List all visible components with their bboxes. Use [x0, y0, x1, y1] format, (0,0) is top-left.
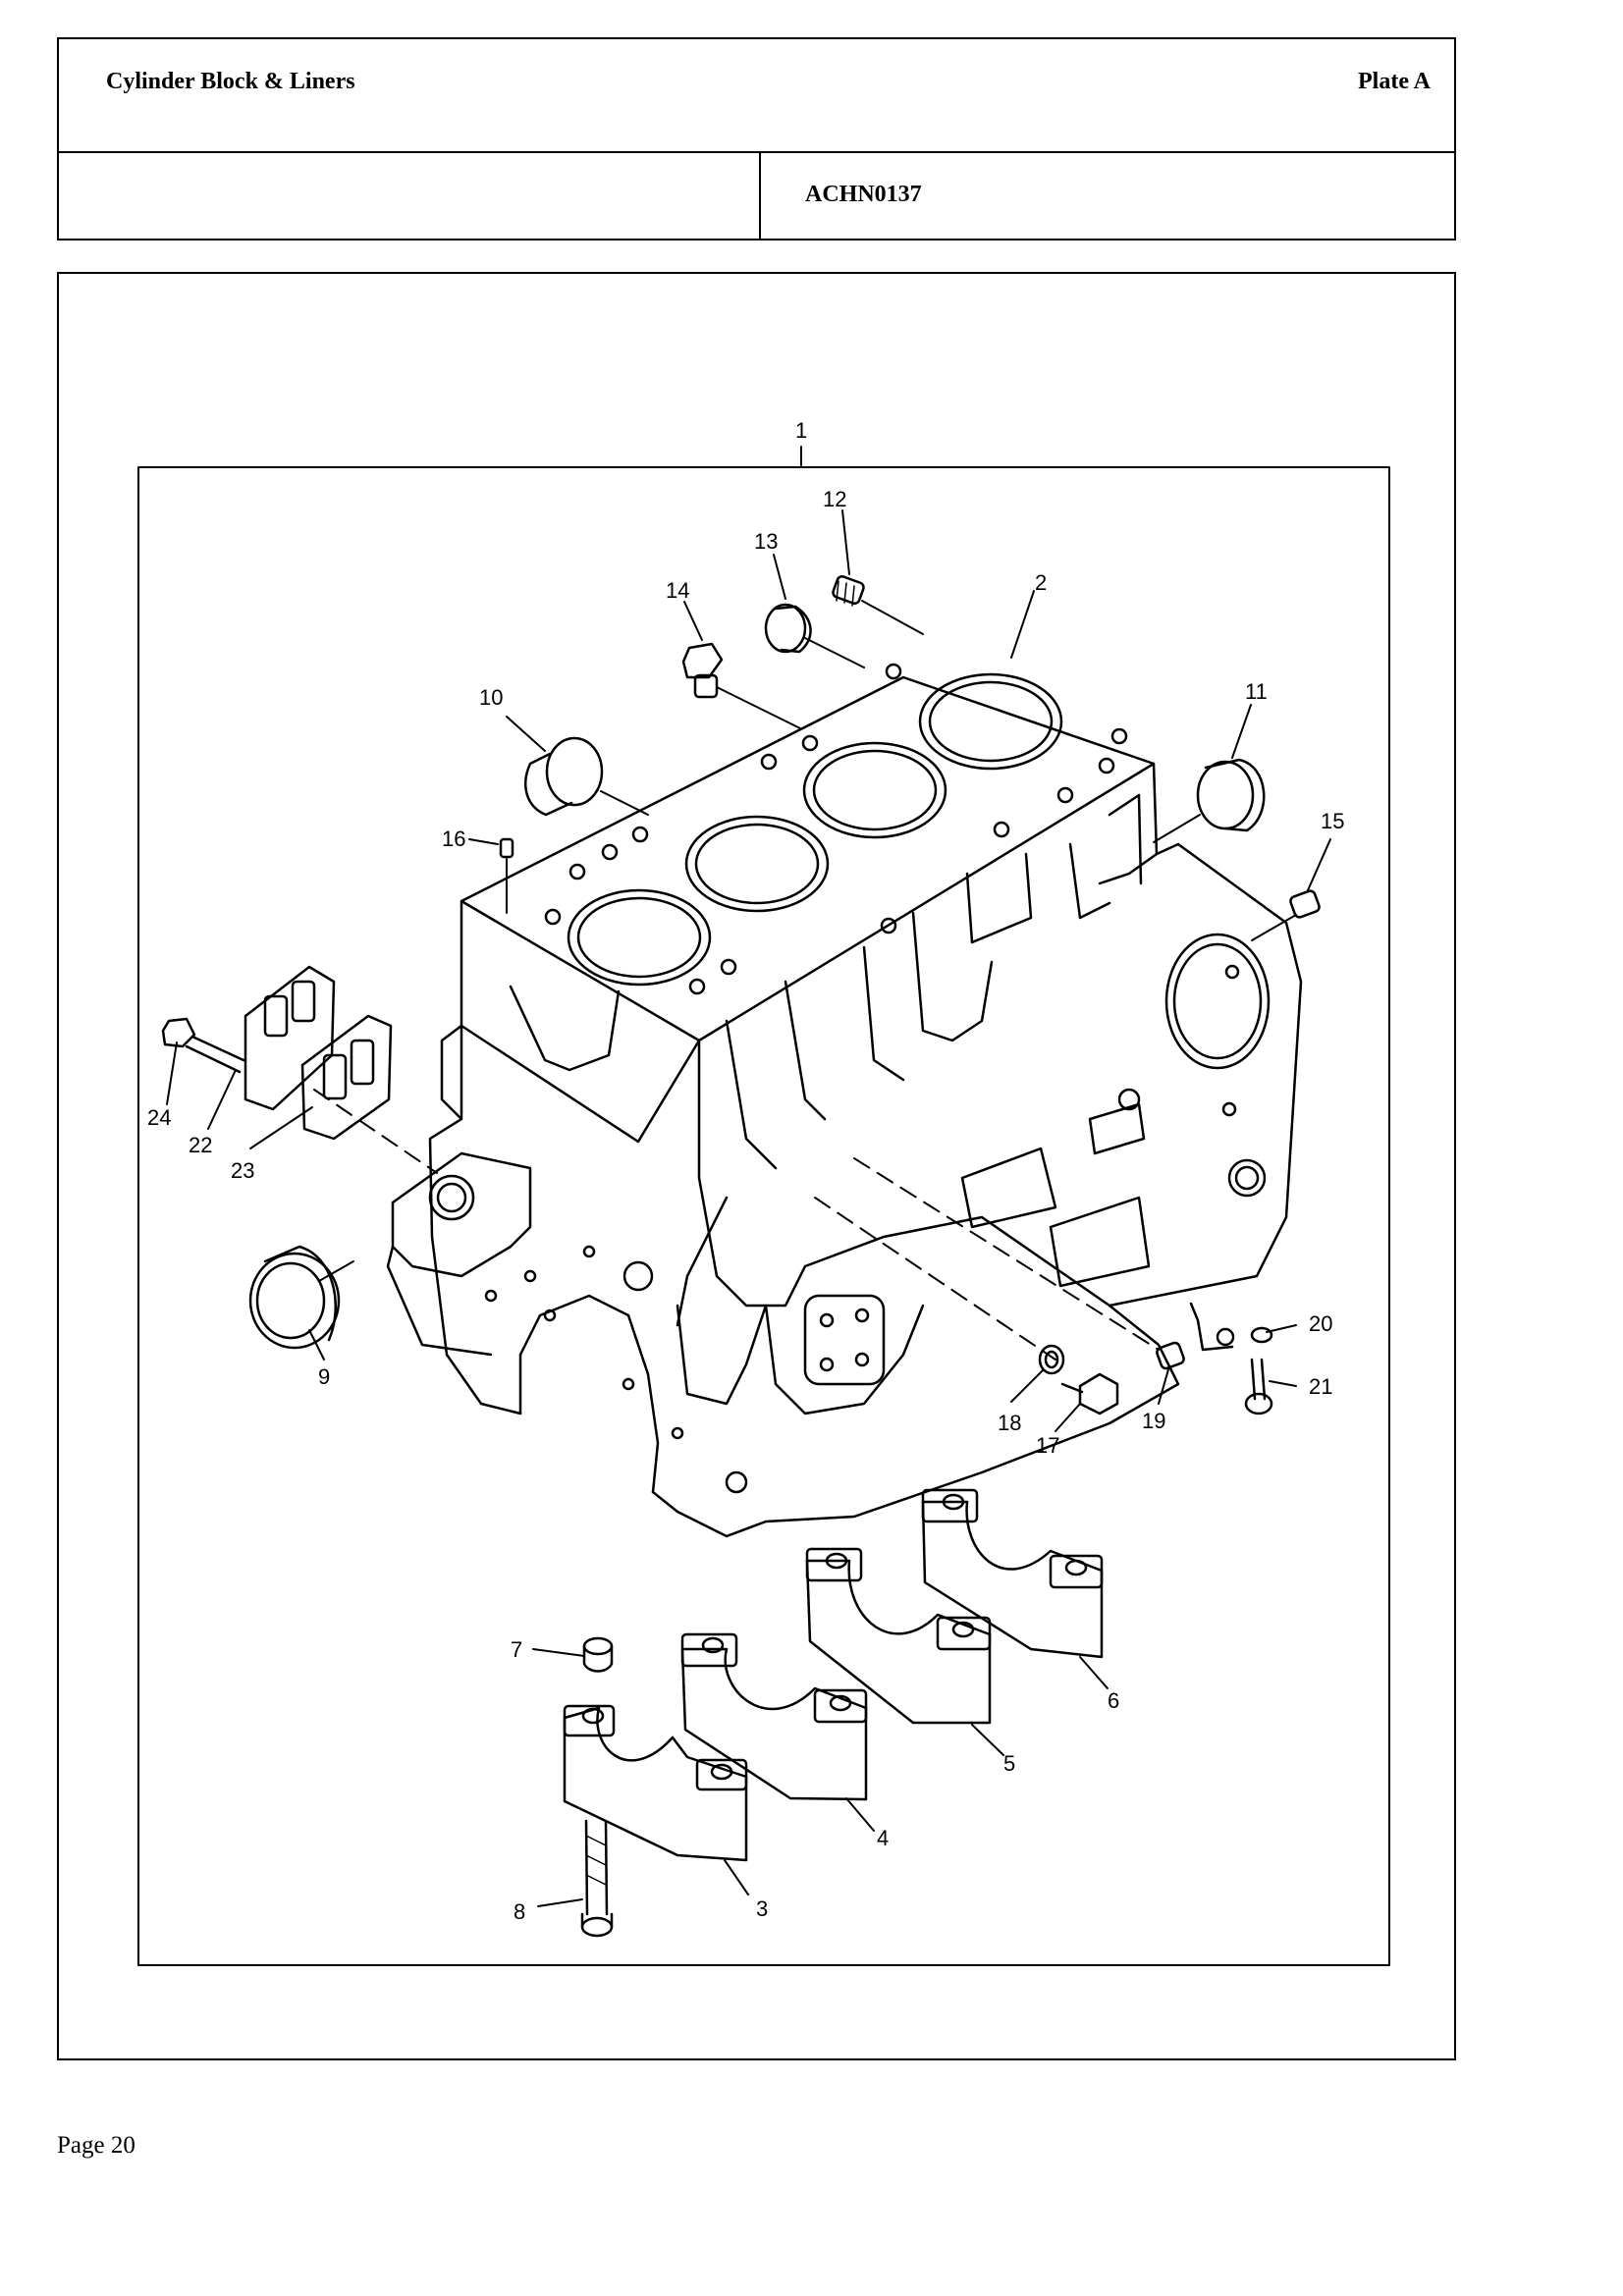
callout-19: 19	[1142, 1409, 1165, 1433]
bearing-bush-9	[248, 1245, 354, 1350]
core-plug-11	[1153, 758, 1266, 843]
callout-20: 20	[1309, 1311, 1332, 1336]
dowel-7	[582, 1636, 614, 1673]
diagram-frame	[57, 272, 1456, 2060]
callout-11: 11	[1245, 679, 1268, 704]
page-title: Cylinder Block & Liners	[106, 69, 355, 94]
callout-1: 1	[795, 418, 807, 443]
callout-13: 13	[754, 529, 778, 554]
callout-6: 6	[1108, 1688, 1119, 1713]
callout-22: 22	[189, 1133, 212, 1157]
callout-3: 3	[756, 1896, 768, 1921]
core-plug-13	[764, 603, 865, 668]
dowel-16	[499, 837, 514, 914]
callout-7: 7	[511, 1637, 522, 1662]
callout-21: 21	[1309, 1374, 1332, 1399]
callout-9: 9	[318, 1364, 330, 1389]
threaded-plug-12	[832, 575, 924, 635]
callout-8: 8	[514, 1899, 525, 1924]
washer-18	[1038, 1344, 1065, 1375]
page-number: Page 20	[57, 2132, 135, 2159]
callout-17: 17	[1036, 1433, 1059, 1458]
callout-5: 5	[1003, 1751, 1015, 1776]
callout-24: 24	[147, 1105, 171, 1130]
drawing-code: ACHN0137	[805, 182, 922, 207]
header-divider	[759, 153, 761, 239]
drain-plug-17	[1060, 1372, 1119, 1415]
callout-18: 18	[998, 1411, 1021, 1435]
bearing-cap-4	[680, 1632, 868, 1801]
callout-10: 10	[479, 685, 503, 710]
gasket-23	[300, 1014, 393, 1141]
bearing-cap-3	[563, 1704, 748, 1862]
callout-2: 2	[1035, 570, 1047, 595]
bracket-20	[1189, 1302, 1273, 1352]
plug-19	[1156, 1341, 1185, 1370]
cover-plate-22	[243, 965, 336, 1111]
callout-16: 16	[442, 827, 465, 851]
callout-15: 15	[1321, 809, 1344, 833]
bolt-24	[161, 1017, 245, 1074]
core-plug-10	[524, 736, 649, 817]
callout-23: 23	[231, 1158, 254, 1183]
callout-4: 4	[877, 1826, 889, 1850]
cylinder-block	[386, 663, 1303, 1538]
callout-14: 14	[666, 578, 689, 603]
bearing-cap-6	[921, 1488, 1104, 1659]
hex-plug-14	[681, 642, 801, 729]
bearing-cap-5	[805, 1547, 992, 1725]
bolt-21	[1244, 1358, 1273, 1415]
threaded-plug-15	[1251, 889, 1321, 941]
callout-12: 12	[823, 487, 846, 511]
header-code-row: ACHN0137	[57, 151, 1456, 240]
plate-label: Plate A	[1358, 69, 1431, 94]
bolt-8	[580, 1819, 614, 1938]
